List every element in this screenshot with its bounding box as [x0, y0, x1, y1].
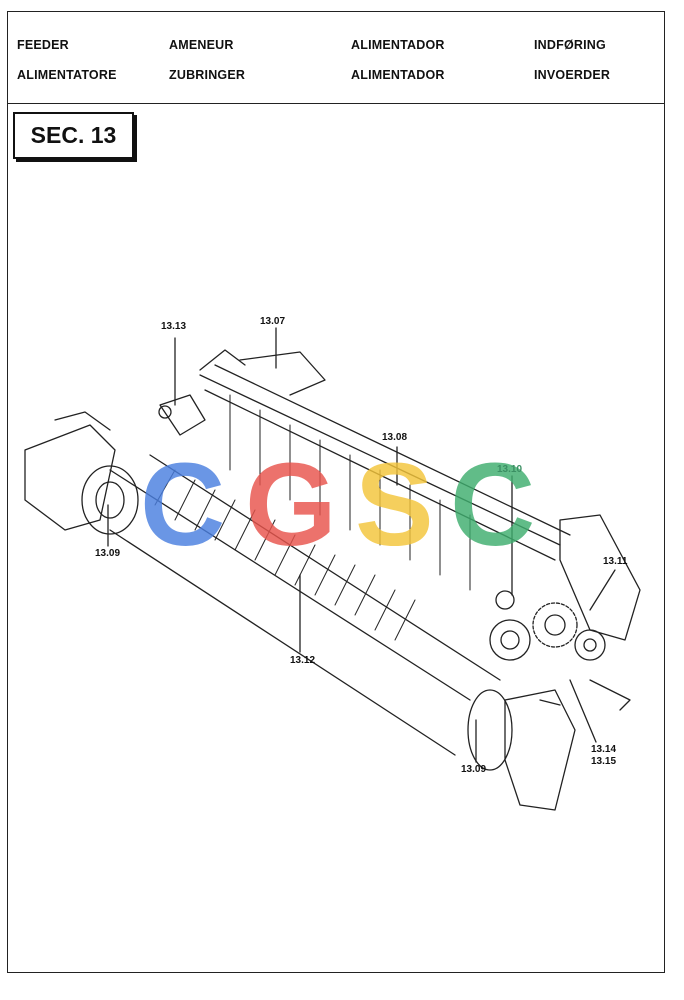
- callout-13-09-right: 13.09: [461, 764, 487, 775]
- header-label-feeder-pt: ALIMENTADOR: [351, 68, 445, 82]
- watermark: C G S C: [140, 439, 535, 571]
- callout-13-15: 13.15: [591, 756, 617, 767]
- header-label-feeder-fr: AMENEUR: [169, 38, 234, 52]
- header-label-feeder-nl: INVOERDER: [534, 68, 611, 82]
- callout-13-07: 13.07: [260, 316, 286, 327]
- header-label-feeder-de: ZUBRINGER: [169, 68, 246, 82]
- header-label-feeder-es: ALIMENTADOR: [351, 38, 445, 52]
- callout-13-12: 13.12: [290, 655, 316, 666]
- section-label: SEC. 13: [30, 122, 117, 148]
- callout-13-14: 13.14: [591, 744, 617, 755]
- watermark-letter-2: G: [245, 439, 337, 571]
- watermark-letter-3: S: [355, 439, 434, 571]
- header-bar: FEEDER AMENEUR ALIMENTADOR INDFØRING ALI…: [8, 12, 664, 104]
- header-label-feeder-it: ALIMENTATORE: [17, 68, 117, 82]
- callout-13-10: 13.10: [497, 464, 523, 475]
- header-label-feeder-da: INDFØRING: [534, 38, 606, 52]
- callout-13-09-left: 13.09: [95, 548, 121, 559]
- header-label-feeder-en: FEEDER: [17, 38, 69, 52]
- page-frame: FEEDER AMENEUR ALIMENTADOR INDFØRING ALI…: [7, 11, 665, 973]
- watermark-letter-4: C: [450, 439, 535, 571]
- callout-13-08: 13.08: [382, 432, 408, 443]
- watermark-letter-1: C: [140, 439, 225, 571]
- callout-13-11: 13.11: [603, 556, 628, 567]
- callout-13-13: 13.13: [161, 321, 187, 332]
- section-label-box: SEC. 13: [13, 112, 134, 159]
